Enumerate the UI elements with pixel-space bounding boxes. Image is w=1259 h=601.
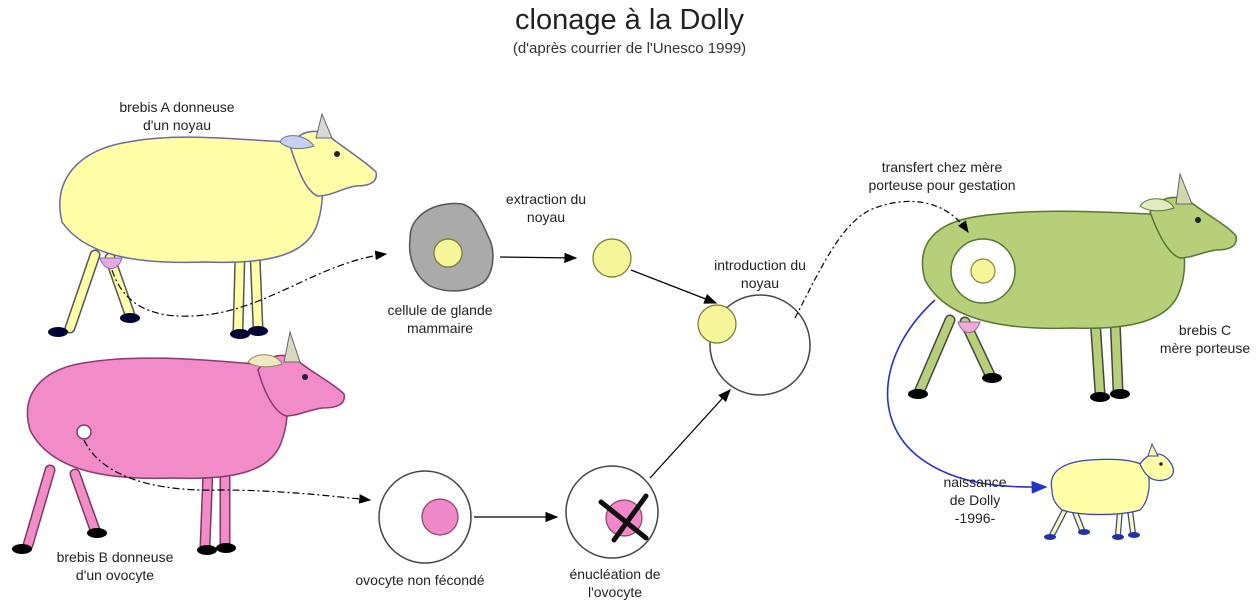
label-sheep-c: brebis C mère porteuse: [1159, 322, 1251, 356]
page-subtitle: (d'après courrier de l'Unesco 1999): [512, 40, 747, 57]
label-transfer: transfert chez mère porteuse pour gestat…: [868, 159, 1016, 193]
extracted-nucleus: [592, 238, 632, 278]
arrow-fusion-to-surrogate: [794, 200, 969, 319]
label-oocyte: ovocyte non fécondé: [355, 572, 485, 588]
label-birth: naissance de Dolly -1996-: [943, 474, 1007, 526]
sheep-a-illustration: [48, 112, 378, 339]
arrow-sheep-a-to-cell: [111, 250, 388, 317]
label-introduction: introduction du noyau: [714, 257, 806, 291]
page-title: clonage à la Dolly: [515, 4, 744, 36]
arrow-birth: [886, 299, 1048, 494]
arrow-nucleus-to-fusion: [630, 269, 718, 304]
sheep-c-illustration: [908, 172, 1238, 402]
label-mammary-cell: cellule de glande mammaire: [387, 302, 493, 336]
introduced-nucleus: [697, 304, 737, 344]
sheep-b-illustration: [12, 330, 346, 555]
arrow-sheep-b-to-oocyte: [83, 439, 372, 504]
dolly-lamb-illustration: [1044, 442, 1174, 540]
oocyte-nucleus: [421, 498, 459, 536]
mammary-cell: [408, 202, 494, 292]
label-sheep-a: brebis A donneuse d'un noyau: [119, 99, 235, 133]
label-enucleation: énucléation de l'ovocyte: [569, 566, 661, 600]
label-sheep-b: brebis B donneuse d'un ovocyte: [56, 549, 174, 583]
enucleation-oocyte: [565, 465, 659, 559]
arrow-enucleation-to-fusion: [649, 389, 731, 479]
label-extraction: extraction du noyau: [505, 191, 587, 225]
arrow-cell-to-nucleus: [499, 252, 578, 264]
